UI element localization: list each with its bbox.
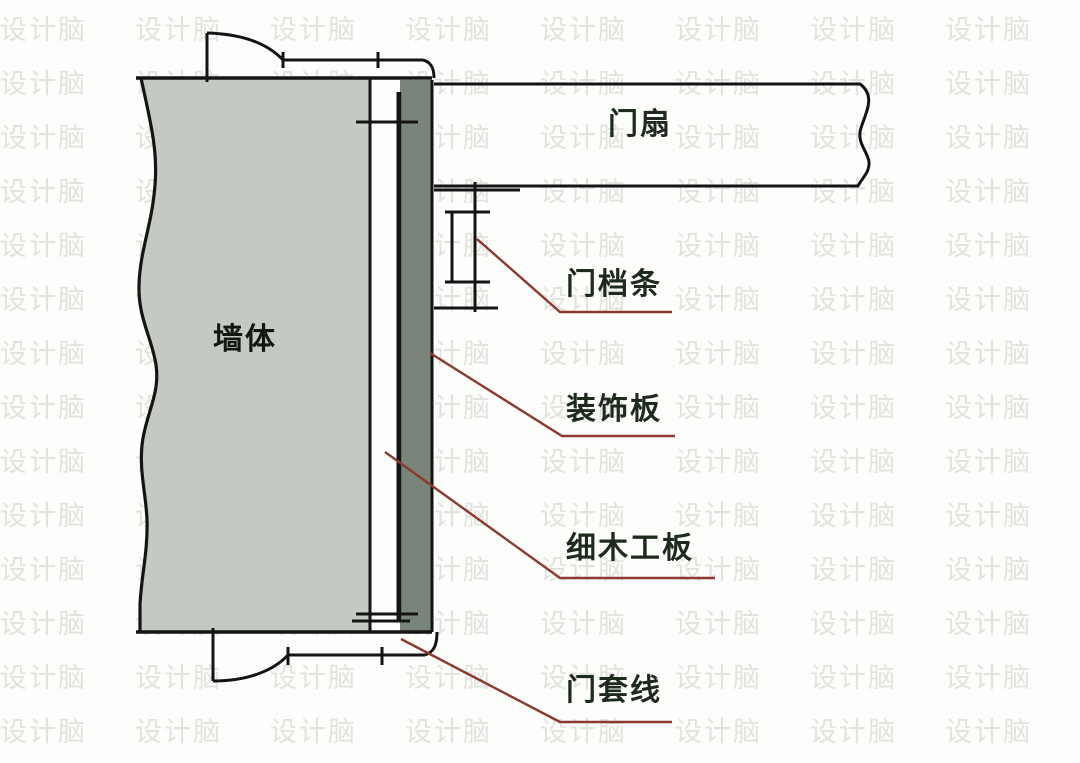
leader-decor-panel (429, 351, 675, 438)
label-door-stop: 门档条 (566, 267, 662, 302)
bottom-casing-curve (212, 653, 290, 683)
label-casing-line: 门套线 (566, 673, 662, 708)
label-door-leaf: 门扇 (608, 107, 672, 142)
wall-break-line (137, 76, 159, 634)
door-leaf-break-line (856, 82, 871, 188)
label-wall: 墙体 (213, 322, 277, 357)
door-frame-fill (400, 80, 432, 632)
label-blockboard: 细木工板 (566, 531, 694, 566)
leader-door-stop (476, 238, 672, 314)
door-frame-top-return (400, 80, 432, 92)
label-decor-panel: 装饰板 (566, 392, 662, 427)
wall-fill (138, 78, 370, 632)
leader-casing-line (400, 637, 672, 724)
top-casing-corner (422, 58, 436, 79)
leader-blockboard (384, 451, 715, 580)
top-casing-curve (206, 31, 285, 62)
door-frame-bottom-return (400, 620, 432, 632)
bottom-casing-corner (424, 631, 439, 657)
